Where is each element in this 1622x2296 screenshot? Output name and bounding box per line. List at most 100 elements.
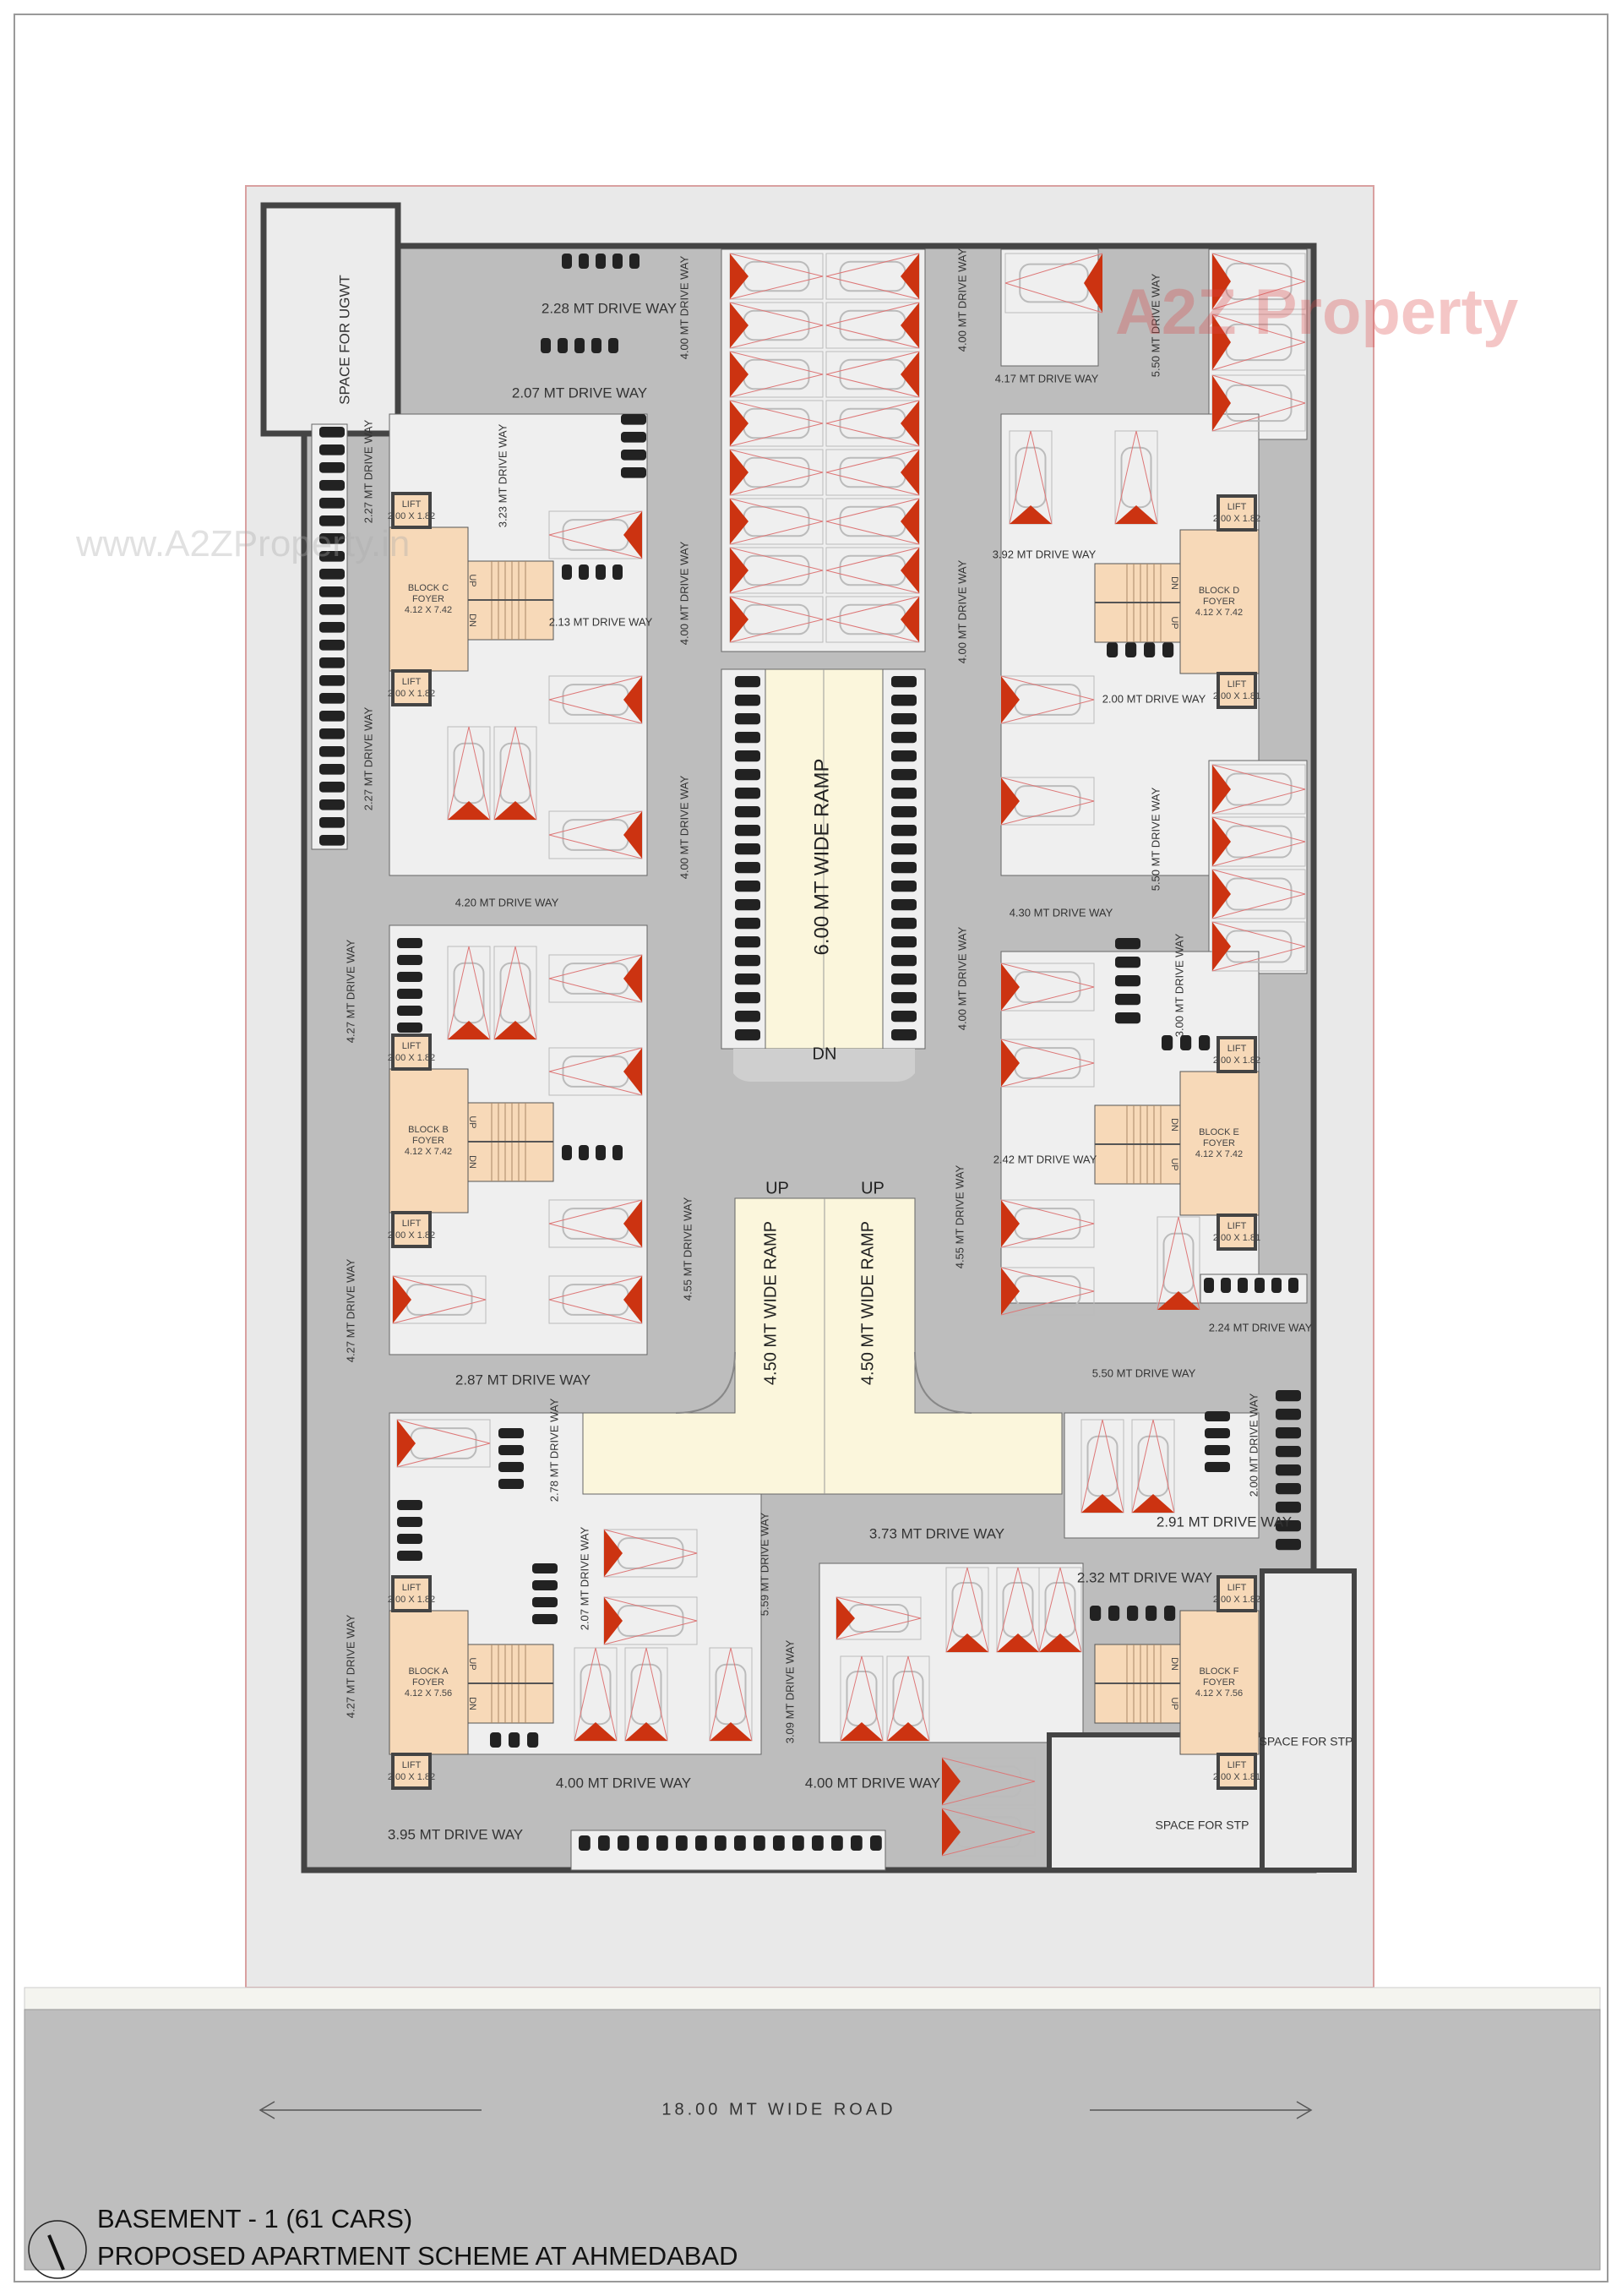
driveway-label: 4.30 MT DRIVE WAY bbox=[1010, 906, 1113, 919]
bike-icon bbox=[574, 338, 585, 353]
bike-icon bbox=[621, 450, 646, 461]
bike-icon bbox=[319, 480, 345, 491]
car-parking-stall bbox=[996, 1567, 1040, 1653]
red-marker-icon bbox=[1039, 1633, 1081, 1652]
car-parking-stall bbox=[1211, 374, 1306, 432]
bike-icon bbox=[735, 843, 760, 855]
bike-icon bbox=[1205, 1411, 1230, 1421]
car-parking-stall bbox=[729, 449, 824, 496]
bike-icon bbox=[319, 728, 345, 739]
bike-icon bbox=[734, 1835, 746, 1851]
red-marker-icon bbox=[730, 499, 748, 544]
bike-icon bbox=[319, 427, 345, 438]
bike-icon bbox=[1276, 1539, 1301, 1551]
driveway-label: 2.27 MT DRIVE WAY bbox=[362, 706, 374, 810]
driveway-label: 2.07 MT DRIVE WAY bbox=[512, 384, 647, 401]
red-marker-icon bbox=[1010, 505, 1052, 524]
bike-icon bbox=[735, 992, 760, 1004]
driveway-label: 5.50 MT DRIVE WAY bbox=[1092, 1366, 1196, 1379]
car-parking-stall bbox=[729, 400, 824, 447]
car-parking-stall bbox=[1000, 1199, 1095, 1248]
bike-icon bbox=[735, 713, 760, 725]
red-marker-icon bbox=[901, 303, 919, 348]
bike-icon bbox=[319, 533, 345, 544]
car-parking-stall bbox=[729, 547, 824, 594]
bike-icon bbox=[319, 693, 345, 704]
red-marker-icon bbox=[901, 450, 919, 495]
driveway-label: 2.00 MT DRIVE WAY bbox=[1102, 692, 1206, 705]
driveway-label: 3.73 MT DRIVE WAY bbox=[869, 1525, 1004, 1541]
foyer-size: 4.12 X 7.56 bbox=[1195, 1688, 1243, 1699]
car-parking-stall bbox=[1000, 675, 1095, 724]
red-marker-icon bbox=[1212, 922, 1231, 971]
bike-icon bbox=[735, 1011, 760, 1023]
bike-icon bbox=[596, 564, 606, 580]
bike-icon bbox=[532, 1563, 558, 1573]
bike-icon bbox=[1276, 1520, 1301, 1532]
bike-icon bbox=[715, 1835, 727, 1851]
bike-icon bbox=[319, 622, 345, 633]
car-parking-stall bbox=[729, 351, 824, 398]
driveway-label: 4.55 MT DRIVE WAY bbox=[953, 1164, 966, 1268]
car-parking-stall bbox=[729, 596, 824, 643]
foyer-label: FOYER bbox=[412, 594, 444, 604]
bike-icon bbox=[621, 414, 646, 425]
bike-icon bbox=[1238, 1278, 1248, 1293]
stair-label: DN bbox=[467, 1697, 477, 1710]
bike-icon bbox=[498, 1479, 524, 1489]
stp-space-right bbox=[1260, 1568, 1357, 1873]
bike-icon bbox=[319, 515, 345, 526]
bike-icon bbox=[319, 444, 345, 455]
bike-icon bbox=[319, 711, 345, 722]
block-name: BLOCK B bbox=[408, 1125, 449, 1135]
bike-icon bbox=[319, 586, 345, 597]
bike-icon bbox=[812, 1835, 824, 1851]
bike-icon bbox=[735, 769, 760, 781]
bike-icon bbox=[735, 881, 760, 892]
red-marker-icon bbox=[901, 548, 919, 593]
driveway-label: 2.91 MT DRIVE WAY bbox=[1157, 1513, 1292, 1530]
driveway-label: 3.00 MT DRIVE WAY bbox=[1173, 933, 1185, 1037]
bike-icon bbox=[1221, 1278, 1231, 1293]
bike-icon bbox=[1180, 1035, 1192, 1050]
car-parking-stall bbox=[548, 1047, 643, 1096]
car-parking-stall bbox=[1157, 1216, 1200, 1311]
car-parking-stall bbox=[493, 726, 537, 821]
car-parking-stall bbox=[709, 1647, 753, 1742]
bike-icon bbox=[735, 825, 760, 837]
stair-label: UP bbox=[467, 1657, 477, 1670]
bike-icon bbox=[1115, 938, 1140, 950]
bike-icon bbox=[621, 432, 646, 443]
bike-icon bbox=[319, 640, 345, 651]
car-parking-stall bbox=[1009, 430, 1053, 525]
bike-icon bbox=[490, 1732, 502, 1748]
red-marker-icon bbox=[623, 1200, 642, 1247]
red-marker-icon bbox=[604, 1597, 623, 1644]
red-marker-icon bbox=[710, 1722, 752, 1741]
bike-icon bbox=[596, 254, 606, 269]
car-parking-stall bbox=[447, 946, 491, 1040]
bike-icon bbox=[319, 657, 345, 668]
foyer-label: FOYER bbox=[412, 1677, 444, 1688]
driveway-label: 4.17 MT DRIVE WAY bbox=[995, 372, 1099, 384]
car-parking-stall bbox=[447, 726, 491, 821]
bike-icon bbox=[1115, 1012, 1140, 1024]
red-marker-icon bbox=[1084, 254, 1102, 313]
driveway-label: 3.95 MT DRIVE WAY bbox=[388, 1826, 523, 1842]
red-marker-icon bbox=[494, 801, 536, 820]
foyer-size: 4.12 X 7.42 bbox=[405, 605, 452, 615]
ramp-curve-right bbox=[914, 1351, 972, 1414]
driveway-label: 2.24 MT DRIVE WAY bbox=[1209, 1321, 1313, 1333]
bike-icon bbox=[676, 1835, 688, 1851]
bike-icon bbox=[695, 1835, 707, 1851]
car-parking-stall bbox=[729, 302, 824, 349]
bike-icon bbox=[397, 972, 422, 982]
car-parking-stall bbox=[548, 510, 643, 559]
footpath bbox=[24, 1987, 1601, 2010]
lift-label: LIFT bbox=[1227, 1221, 1247, 1231]
car-parking-stall bbox=[548, 675, 643, 724]
lift-label: LIFT bbox=[402, 1760, 422, 1770]
bike-icon bbox=[319, 569, 345, 580]
